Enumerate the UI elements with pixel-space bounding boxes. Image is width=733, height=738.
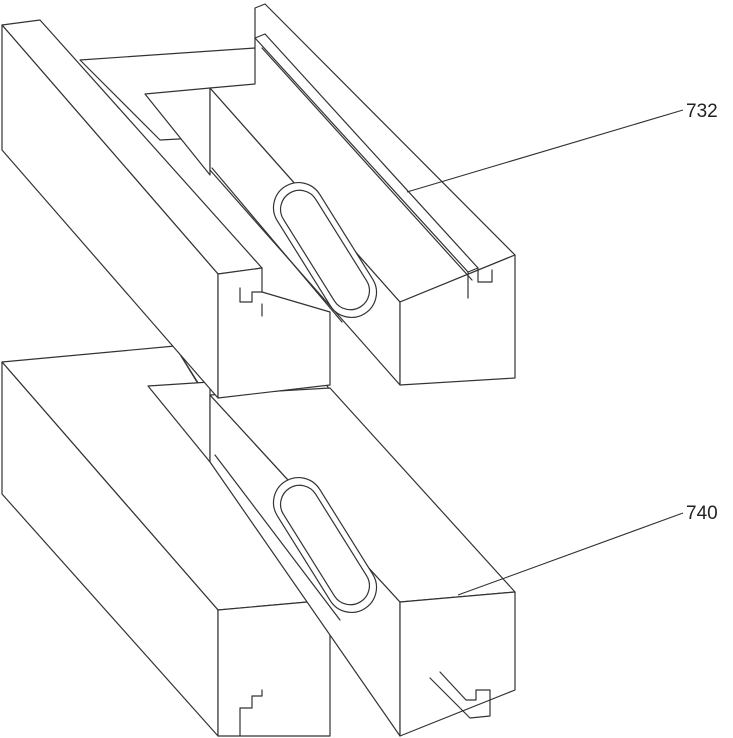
callout-732-label: 732 bbox=[686, 101, 718, 122]
lower-left-beam-end-face bbox=[217, 599, 331, 737]
upper-block-part-732 bbox=[1, 3, 516, 399]
lower-right-beam-end-face bbox=[399, 591, 516, 737]
lower-block-part-740 bbox=[1, 345, 516, 737]
upper-right-beam-end-face bbox=[399, 254, 516, 386]
upper-top-rail-edge bbox=[261, 47, 473, 281]
callout-740-leader bbox=[457, 512, 684, 596]
upper-inner-edge bbox=[211, 167, 343, 323]
lower-bottom-rail-slot bbox=[429, 671, 491, 719]
upper-rail-end-profile bbox=[467, 267, 493, 299]
upper-left-beam-end-face bbox=[217, 267, 331, 399]
lower-inner-edge bbox=[214, 454, 341, 621]
lower-left-end-groove bbox=[239, 689, 263, 737]
callout-732-leader bbox=[406, 109, 684, 193]
upper-oval-slot-inner bbox=[279, 189, 371, 311]
upper-left-end-groove bbox=[239, 287, 263, 317]
lower-oval-slot bbox=[272, 476, 378, 614]
lower-oval-slot-inner bbox=[279, 484, 371, 606]
callout-740-label: 740 bbox=[686, 503, 718, 524]
upper-oval-slot bbox=[272, 181, 378, 319]
